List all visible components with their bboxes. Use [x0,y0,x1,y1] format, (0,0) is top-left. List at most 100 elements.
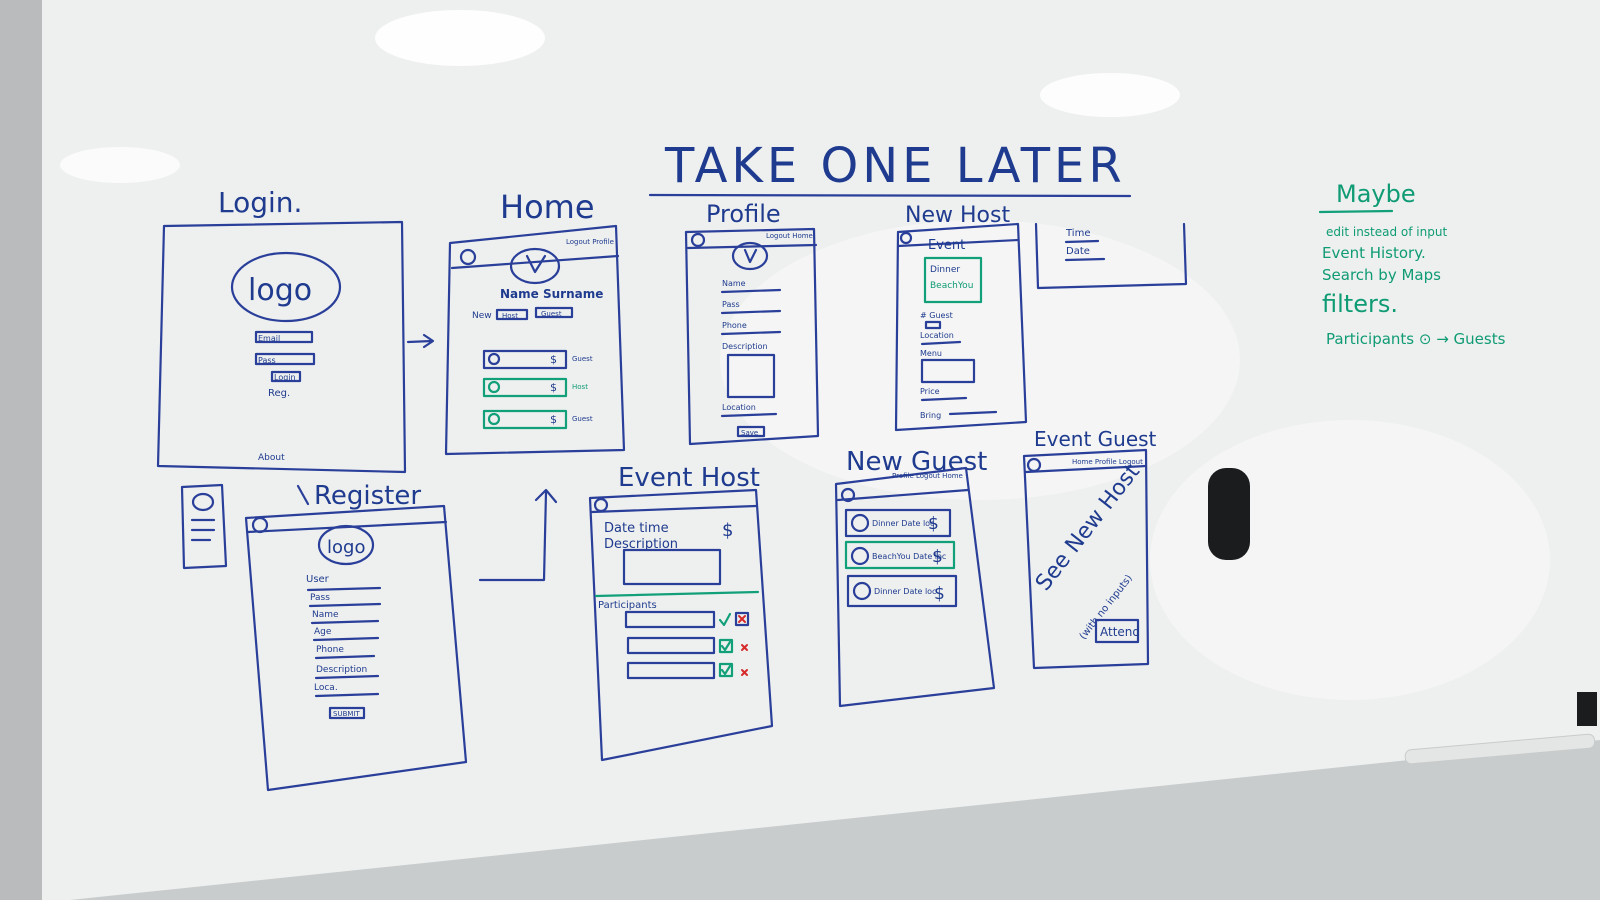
new-host-side-panel [1034,222,1188,290]
new-host-frame [894,222,1028,432]
profile-field-label: Pass [722,300,740,309]
register-arrow [296,484,310,506]
glare-spot [375,10,545,66]
new-host-heading: New Host [905,203,1010,228]
new-guest-heading: New Guest [846,447,987,477]
glare-wash [720,220,1240,500]
close-icon [738,615,746,623]
event-guest-heading: Event Guest [1034,427,1157,451]
event-host-participant-row [626,661,716,680]
home-event-row-price: $ [550,413,557,426]
event-host-datetime: Date time [604,521,669,536]
register-field-line [306,586,382,592]
login-logo-text: logo [248,273,312,308]
register-logo-text: logo [327,537,365,558]
new-host-event-label: Event [928,238,965,253]
home-frame [444,224,626,456]
register-field-label: Loca. [314,683,338,693]
event-host-frame [588,488,774,762]
profile-description-box [726,353,776,399]
home-event-row-price: $ [550,381,557,394]
new-guest-event-info: Dinner Date loc [874,587,936,596]
register-field-line [314,654,376,660]
phone-doodle-circle [191,492,215,512]
profile-field-line [720,412,778,418]
register-heading: Register [314,481,421,511]
new-host-field-label: Menu [920,349,942,358]
board-frame-left [0,0,42,900]
home-new-host-label: Host [502,312,518,320]
login-frame [156,220,407,474]
home-profile-glyph [525,254,547,274]
register-logo-circle [317,524,375,566]
board-title: TAKE ONE LATER [664,138,1126,194]
glare-wash [1150,420,1550,700]
new-host-field-box [924,320,942,330]
event-guest-attend-button [1094,618,1140,644]
home-event-row-price: $ [550,353,557,366]
event-guest-attend-label: Attend [1100,625,1140,639]
new-guest-event-price: $ [934,584,945,604]
event-host-accept-box [718,662,734,678]
maybe-item: Participants ⊙ → Guests [1326,330,1506,348]
login-pass-label: Pass [258,356,276,365]
home-event-row-tag: Guest [572,415,593,423]
profile-picture-glyph [743,248,758,264]
event-guest-navbar-line [1024,464,1148,474]
home-new-label: New [472,311,492,321]
home-heading: Home [500,188,595,226]
close-icon [741,644,748,651]
register-field-line [308,602,382,608]
new-guest-event-card [846,574,958,608]
new-host-avatar-icon [899,231,913,245]
profile-save-button [736,425,766,438]
new-guest-event-card [844,508,952,538]
new-host-field-line [920,340,962,346]
register-field-label: Pass [310,593,330,603]
whiteboard-surface [42,0,1600,900]
login-email-field [254,330,314,344]
register-frame [244,504,468,792]
login-button [270,370,302,383]
phone-doodle-lines [190,518,216,542]
arrow-login-to-home [406,333,435,349]
phone-doodle [180,483,228,570]
check-icon [720,640,732,652]
event-host-accept-box [718,638,734,654]
login-button-label: Login [274,373,296,382]
home-event-row: $ Host [482,377,588,398]
register-field-label: Description [316,665,367,675]
new-host-side-line [1064,239,1100,244]
register-field-line [310,619,380,625]
marker-tray [1404,733,1596,765]
new-host-event-option: BeachYou [930,281,973,291]
register-submit-label: SUBMIT [333,710,360,718]
new-guest-frame [834,466,996,708]
event-host-participants-label: Participants [598,600,657,611]
new-guest-event-card [844,540,956,570]
profile-field-label: Phone [722,321,747,330]
event-guest-frame [1022,448,1150,670]
register-field-label: Age [314,627,332,637]
event-host-description-box [622,548,722,586]
home-new-guest-button [534,306,574,319]
profile-nav-links: Logout Home [766,232,813,240]
profile-field-label: Name [722,279,746,288]
new-host-field-label: Bring [920,411,941,420]
home-event-row-box [482,349,568,370]
home-user-name: Name Surname [500,287,603,301]
glare-spot [1040,73,1180,117]
login-email-label: Email [258,334,280,343]
profile-avatar-icon [690,232,706,248]
home-event-row-box [482,409,568,430]
register-field-label: Name [312,610,339,620]
home-event-row-icon [487,352,501,366]
home-event-row: $ Guest [482,409,593,430]
profile-heading: Profile [706,200,781,228]
event-host-reject-box [734,611,750,627]
register-field-line [314,692,380,698]
login-about: About [258,453,285,463]
new-guest-event-price: $ [928,514,939,534]
home-event-row-tag: Host [572,383,588,391]
profile-picture [731,241,769,271]
